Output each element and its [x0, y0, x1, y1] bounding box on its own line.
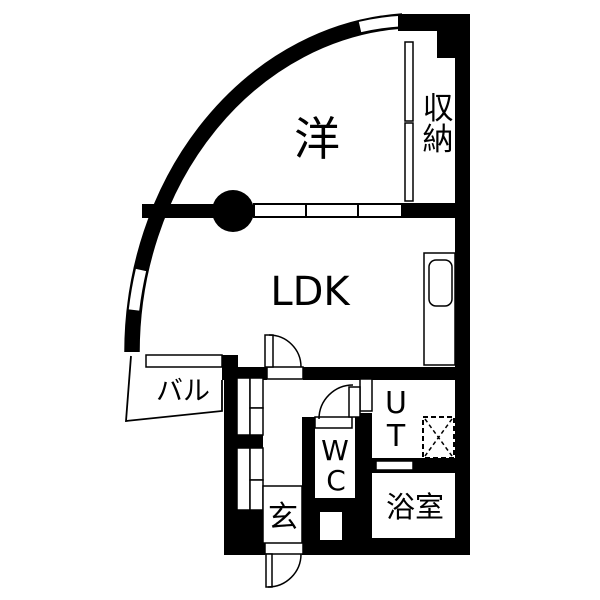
kitchen-sink — [428, 259, 453, 307]
washing-machine-space — [422, 416, 455, 459]
label-bathroom: 浴室 — [386, 490, 444, 524]
label-balcony: バル — [156, 376, 210, 407]
wall-wc-bottom — [315, 498, 355, 512]
wall-room-divider-left — [142, 204, 235, 218]
wall-right — [455, 31, 470, 555]
wc-door — [314, 384, 361, 429]
wall-hall-left — [224, 378, 237, 555]
wall-hall-right-upper — [302, 417, 315, 498]
label-wc-char1: W — [321, 434, 349, 467]
label-western-room: 洋 — [294, 112, 340, 166]
wall-wc-ut-divider — [355, 413, 372, 538]
wall-below-wc-left — [302, 498, 320, 540]
labels-group: 洋 収 納 LDK バル 玄 W C U T 浴室 — [156, 91, 454, 535]
wall-top-band — [398, 14, 470, 31]
ut-door-jamb — [359, 378, 373, 412]
arc-window-top — [358, 15, 403, 33]
label-ldk: LDK — [270, 269, 351, 315]
curved-exterior-wall — [124, 13, 403, 353]
wall-entrance-bottom-right — [302, 540, 355, 555]
wall-bath-bottom — [352, 538, 470, 555]
wall-ldk-bottom-right — [303, 367, 455, 380]
wall-ldk-bottom-left — [236, 367, 267, 380]
ldk-door — [264, 334, 304, 380]
kitchen-counter — [423, 252, 456, 366]
label-utility-char2: T — [386, 419, 406, 454]
bathroom-sliding-door — [375, 460, 414, 471]
balcony-outline — [125, 355, 223, 423]
entrance-room-outline — [262, 485, 303, 544]
wall-entrance-bottom-left — [224, 543, 265, 555]
wall-hall-left-separator — [237, 435, 263, 448]
label-wc-char2: C — [326, 464, 346, 497]
arc-window-left — [128, 268, 147, 311]
wall-closet-bottom — [398, 203, 457, 218]
entrance-door — [264, 540, 304, 588]
structural-pillar — [212, 190, 254, 232]
wall-ldk-corner-left — [222, 355, 238, 380]
wall-group — [142, 14, 470, 555]
label-utility-char1: U — [385, 386, 407, 421]
hall-storage-panels — [236, 377, 264, 511]
wall-below-wc-right — [342, 512, 355, 540]
sliding-door-closet — [404, 41, 414, 202]
sliding-door-western-ldk — [253, 203, 403, 218]
label-closet-char2: 納 — [423, 122, 454, 158]
fittings-group — [125, 41, 456, 588]
balcony-window — [145, 354, 223, 368]
label-closet-char1: 収 — [423, 91, 454, 127]
label-entrance: 玄 — [268, 500, 298, 535]
